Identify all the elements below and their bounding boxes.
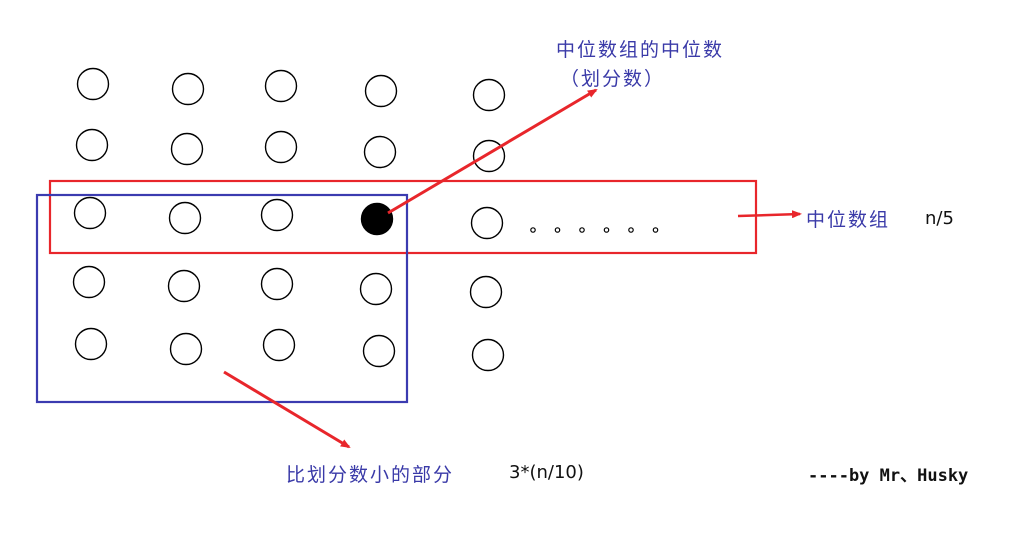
element-circle xyxy=(170,132,204,166)
element-circle xyxy=(362,334,396,368)
median-group-box xyxy=(48,179,758,255)
arrow-to-median-group-label xyxy=(737,210,802,219)
ellipsis-dot xyxy=(603,227,610,233)
element-circle xyxy=(74,327,108,361)
ellipsis-dot xyxy=(628,227,634,233)
pivot-label: （划分数） xyxy=(560,68,666,90)
element-circle xyxy=(168,201,202,235)
element-circle xyxy=(76,67,110,101)
ellipsis-dot xyxy=(652,227,659,233)
ellipsis-dot xyxy=(554,227,561,233)
element-circle xyxy=(73,196,107,230)
ellipsis-dot xyxy=(530,227,536,233)
arrow-to-pivot-label xyxy=(387,88,598,215)
element-circle xyxy=(169,332,203,366)
element-circle xyxy=(359,272,393,306)
smaller-part-label: 比划分数小的部分 xyxy=(286,464,455,486)
element-circle xyxy=(167,269,201,303)
element-circle xyxy=(469,275,503,309)
ellipsis-dots xyxy=(530,227,659,233)
median-group-label: 中位数组 xyxy=(806,209,891,231)
element-circle xyxy=(75,128,109,162)
median-of-medians-label: 中位数组的中位数 xyxy=(556,39,725,61)
element-grid xyxy=(72,67,506,372)
author-credit: ----by Mr、Husky xyxy=(808,466,969,486)
element-circle xyxy=(72,265,106,299)
element-circle xyxy=(260,198,294,232)
median-group-count: n/5 xyxy=(925,208,954,229)
smaller-part-box xyxy=(35,193,409,404)
element-circle xyxy=(262,328,296,362)
element-circle xyxy=(364,74,398,108)
element-circle xyxy=(171,72,205,106)
element-circle xyxy=(363,135,397,169)
element-circle xyxy=(264,130,298,164)
element-circle xyxy=(471,338,505,372)
element-circle xyxy=(260,267,294,301)
pivot-element-circle xyxy=(360,202,394,236)
arrow-to-smaller-part-label xyxy=(223,370,351,449)
smaller-part-count: 3*(n/10) xyxy=(509,462,584,483)
element-circle xyxy=(470,206,504,240)
element-circle xyxy=(472,78,506,112)
ellipsis-dot xyxy=(579,227,585,233)
element-circle xyxy=(264,69,298,103)
